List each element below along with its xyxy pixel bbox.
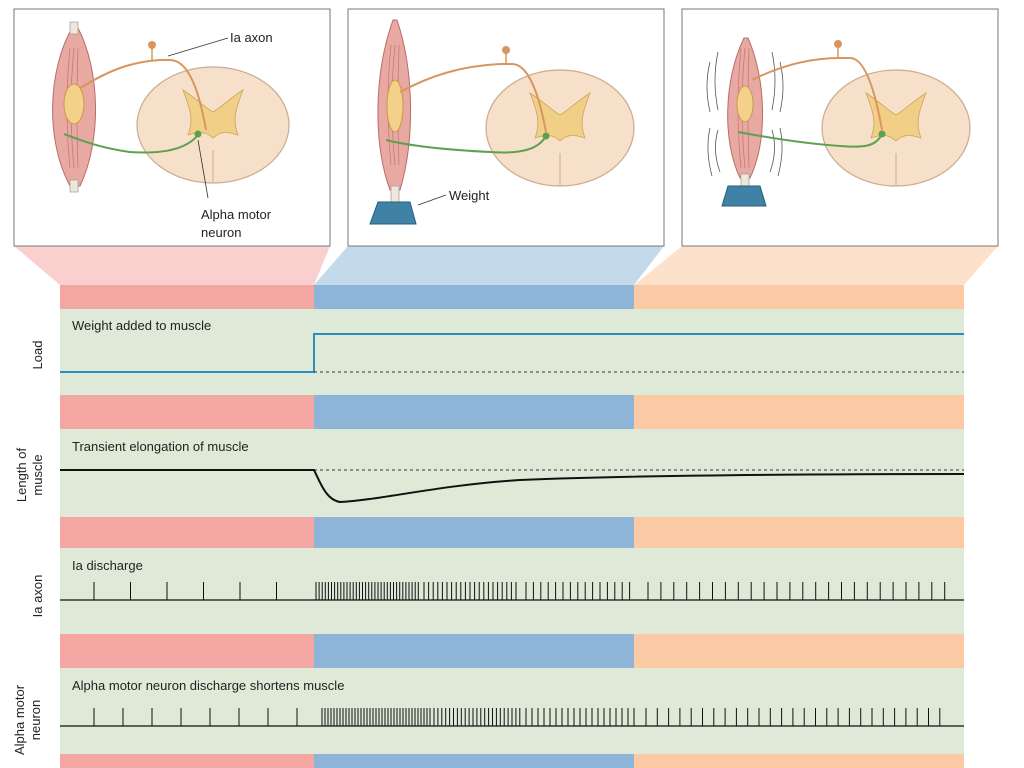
label-neuron: neuron xyxy=(201,225,241,240)
spindle-icon xyxy=(386,79,404,133)
panel-contraction xyxy=(681,8,999,247)
row-label-length-1: Length of xyxy=(14,448,29,503)
alpha-leader xyxy=(197,139,209,199)
funnel-weight-added xyxy=(314,246,664,285)
muscle-icon xyxy=(52,21,97,193)
vibration-marks-icon xyxy=(706,51,784,177)
funnel-contraction xyxy=(634,246,998,285)
trace-title-alpha: Alpha motor neuron discharge shortens mu… xyxy=(72,678,344,693)
trace-bg-length xyxy=(60,429,964,517)
panel-weight-added: Weight xyxy=(347,8,665,247)
weight-leader xyxy=(417,194,447,206)
row-label-alpha-1: Alpha motor xyxy=(12,684,27,755)
spinal-cord-icon xyxy=(136,66,290,184)
label-ia-axon: Ia axon xyxy=(230,30,273,45)
load-trace xyxy=(60,333,964,373)
row-label-ia: Ia axon xyxy=(30,575,45,618)
drg-cell-icon xyxy=(148,41,156,49)
motor-axon-path xyxy=(63,133,198,154)
weight-block-icon xyxy=(721,185,767,207)
drg-cell-icon xyxy=(502,46,510,54)
drg-cell-icon xyxy=(834,40,842,48)
panel-resting: Ia axon Alpha motor neuron xyxy=(13,8,331,247)
ia-axon-leader xyxy=(167,37,229,57)
trace-bg-ia xyxy=(60,548,964,634)
funnel-resting xyxy=(14,246,330,285)
motor-neuron-icon xyxy=(878,130,886,138)
weight-block-icon xyxy=(369,201,417,225)
ia-spikes xyxy=(93,582,946,600)
ia-spike-train xyxy=(60,582,964,601)
motor-neuron-icon xyxy=(542,132,550,140)
muscle-icon xyxy=(377,19,411,203)
length-curve xyxy=(60,469,965,504)
trace-title-length: Transient elongation of muscle xyxy=(72,439,249,454)
trace-titles: Weight added to muscle Transient elongat… xyxy=(72,318,344,693)
row-label-load: Load xyxy=(30,341,45,370)
trace-backgrounds xyxy=(60,309,964,754)
row-labels: Load Length of muscle Ia axon Alpha moto… xyxy=(12,341,45,756)
motor-axon-path xyxy=(385,135,547,154)
load-step-line xyxy=(60,333,964,373)
row-label-length-2: muscle xyxy=(30,454,45,495)
spinal-cord-icon xyxy=(821,69,971,187)
row-label-alpha-2: neuron xyxy=(28,700,43,740)
trace-bg-load xyxy=(60,309,964,395)
ia-axon-path xyxy=(751,57,883,131)
label-alpha-motor: Alpha motor xyxy=(201,207,272,222)
alpha-spike-train xyxy=(60,708,964,727)
length-trace xyxy=(60,469,965,504)
panel-funnels xyxy=(14,246,998,285)
muscle-icon xyxy=(727,37,764,187)
motor-neuron-icon xyxy=(194,130,202,138)
motor-axon-path xyxy=(737,131,883,148)
ia-axon-path xyxy=(399,63,547,133)
trace-title-ia: Ia discharge xyxy=(72,558,143,573)
trace-title-load: Weight added to muscle xyxy=(72,318,211,333)
label-weight: Weight xyxy=(449,188,490,203)
spinal-cord-icon xyxy=(485,69,635,187)
alpha-spikes xyxy=(93,708,941,726)
spindle-icon xyxy=(63,83,85,125)
ia-axon-path xyxy=(79,59,207,131)
spindle-icon xyxy=(736,85,754,123)
